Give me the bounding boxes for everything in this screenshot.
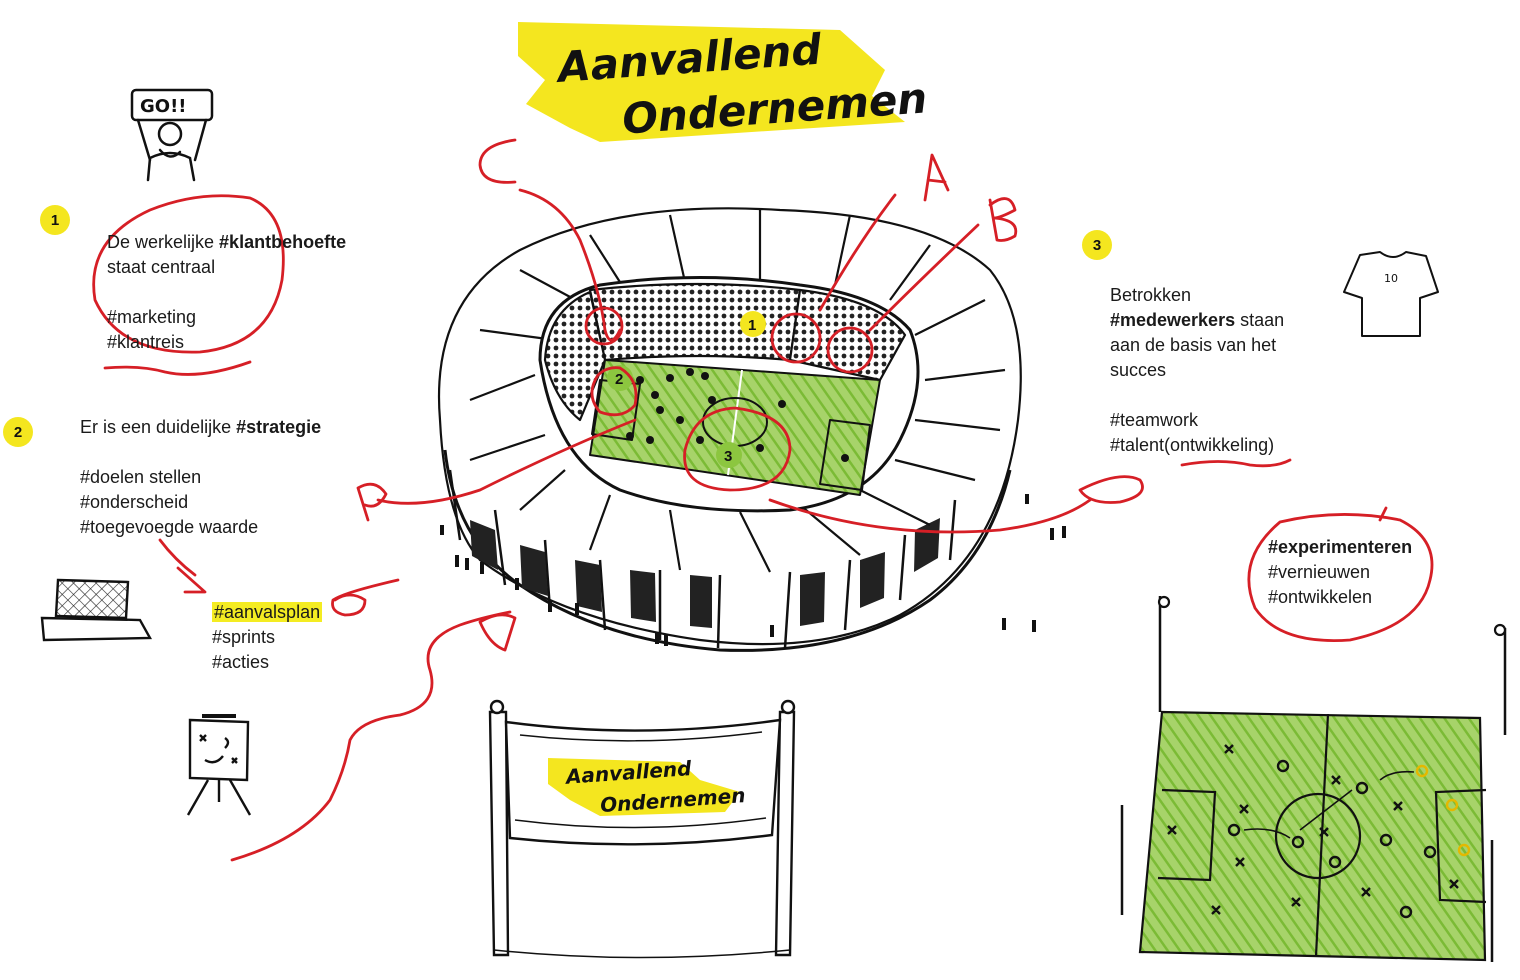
section2-sub3: #acties xyxy=(212,652,270,672)
section1-line1: De werkelijke #klantbehoefte xyxy=(107,230,346,255)
section3-tag2: #talent(ontwikkeling) xyxy=(1110,435,1275,455)
section3-tag1: #teamwork xyxy=(1110,410,1199,430)
section2-line1-bold: #strategie xyxy=(236,417,322,437)
section2-block: Er is een duidelijke #strategie #doelen … xyxy=(80,415,321,540)
marker-3-highlight xyxy=(716,442,742,468)
section1-line1-prefix: De werkelijke xyxy=(107,232,220,252)
section1-badge: 1 xyxy=(40,205,70,235)
section2-sub1: #aanvalsplan xyxy=(212,602,323,622)
section2-badge: 2 xyxy=(3,417,33,447)
section2-tag1: #doelen stellen xyxy=(80,467,202,487)
laptop-icon xyxy=(40,578,153,642)
section3-line3: aan de basis van het xyxy=(1110,335,1277,355)
stadium-marker-3: 3 xyxy=(724,448,732,465)
section4-tag3: #ontwikkelen xyxy=(1268,587,1373,607)
stadium-illustration xyxy=(438,207,1066,652)
title-highlight xyxy=(518,22,905,142)
section3-badge: 3 xyxy=(1082,230,1112,260)
section3-line2-bold: #medewerkers xyxy=(1110,310,1236,330)
section3-line2-suffix: staan xyxy=(1235,310,1285,330)
section3-line2: #medewerkers staan xyxy=(1110,308,1284,333)
stadium-marker-1: 1 xyxy=(748,317,756,334)
section2-tag3: #toegevoegde waarde xyxy=(80,517,259,537)
tactics-board-icon xyxy=(186,714,252,816)
section1-line1-bold: #klantbehoefte xyxy=(219,232,347,252)
section4-block: #experimenteren #vernieuwen #ontwikkelen xyxy=(1268,535,1412,610)
tactics-pitch-illustration xyxy=(1120,595,1507,962)
section3-block: Betrokken #medewerkers staan aan de basi… xyxy=(1110,283,1284,458)
marker-1-highlight xyxy=(740,311,766,337)
section3-line4: succes xyxy=(1110,360,1167,380)
go-sign-person-icon xyxy=(130,88,214,182)
shirt-number: 10 xyxy=(1384,272,1398,285)
section4-tag1: #experimenteren xyxy=(1268,537,1413,557)
stadium-marker-2: 2 xyxy=(615,371,623,388)
section1-tag2: #klantreis xyxy=(107,332,185,352)
section3-line1: Betrokken xyxy=(1110,285,1192,305)
section4-tag2: #vernieuwen xyxy=(1268,562,1371,582)
section2-line1-prefix: Er is een duidelijke xyxy=(80,417,237,437)
section2-sub2: #sprints xyxy=(212,627,276,647)
go-sign-text: GO!! xyxy=(140,96,187,117)
section1-line2: staat centraal xyxy=(107,257,216,277)
section1-block: De werkelijke #klantbehoefte staat centr… xyxy=(107,230,346,355)
red-pen-annotations xyxy=(92,138,1434,862)
section2-subblock: #aanvalsplan #sprints #acties xyxy=(212,600,323,675)
section2-line1: Er is een duidelijke #strategie xyxy=(80,415,321,440)
banner-illustration xyxy=(488,699,796,959)
tshirt-icon xyxy=(1343,251,1439,337)
section1-tag1: #marketing xyxy=(107,307,197,327)
section2-tag2: #onderscheid xyxy=(80,492,189,512)
